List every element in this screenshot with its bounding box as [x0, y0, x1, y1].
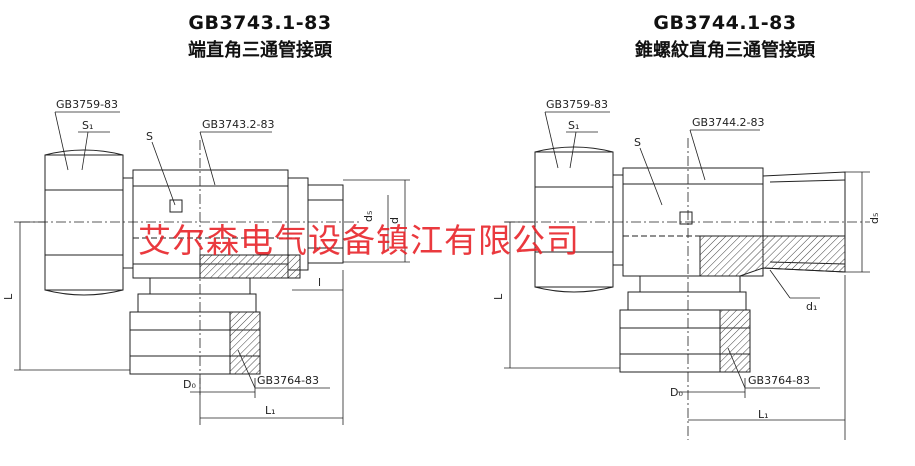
- left-label-std-bottom: GB3764-83: [257, 374, 319, 387]
- left-branch: [129, 277, 261, 375]
- right-top-nut: [534, 146, 624, 293]
- left-label-s1: S₁: [82, 119, 93, 132]
- right-part-name: 錐螺紋直角三通管接頭: [635, 40, 815, 61]
- right-standard-code: GB3744.1-83: [653, 12, 797, 34]
- right-branch: [619, 275, 751, 373]
- left-label-L: L: [2, 293, 15, 300]
- right-label-L1: L₁: [758, 408, 769, 421]
- company-watermark: 艾尔森电气设备镇江有限公司: [138, 221, 580, 260]
- right-label-s: S: [634, 136, 641, 149]
- left-label-D0: D₀: [183, 378, 196, 391]
- left-drawing: [14, 111, 410, 425]
- left-label-s: S: [146, 130, 153, 143]
- left-part-name: 端直角三通管接頭: [188, 40, 332, 61]
- right-label-std-bottom: GB3764-83: [748, 374, 810, 387]
- left-label-std-nut: GB3759-83: [56, 98, 118, 111]
- right-label-L: L: [492, 293, 505, 300]
- left-label-L1: L₁: [265, 404, 276, 417]
- right-label-std-nut: GB3759-83: [546, 98, 608, 111]
- left-title-block: GB3743.1-83 端直角三通管接頭: [100, 12, 420, 62]
- right-dimensions: [504, 111, 870, 440]
- right-drawing: [504, 111, 870, 440]
- left-label-std-body: GB3743.2-83: [202, 118, 275, 131]
- left-top-nut: [44, 149, 134, 296]
- left-label-l: l: [318, 276, 321, 289]
- right-title-block: GB3744.1-83 錐螺紋直角三通管接頭: [565, 12, 885, 62]
- left-label-d5: d₅: [362, 211, 375, 222]
- right-label-D0: D₀: [670, 386, 683, 399]
- left-label-d: d: [388, 217, 401, 224]
- left-dimensions: [14, 111, 410, 425]
- right-label-s1: S₁: [568, 119, 579, 132]
- right-label-d1: d₁: [806, 300, 817, 313]
- right-label-std-body: GB3744.2-83: [692, 116, 765, 129]
- left-standard-code: GB3743.1-83: [188, 12, 332, 34]
- right-label-d5: d₅: [868, 213, 881, 224]
